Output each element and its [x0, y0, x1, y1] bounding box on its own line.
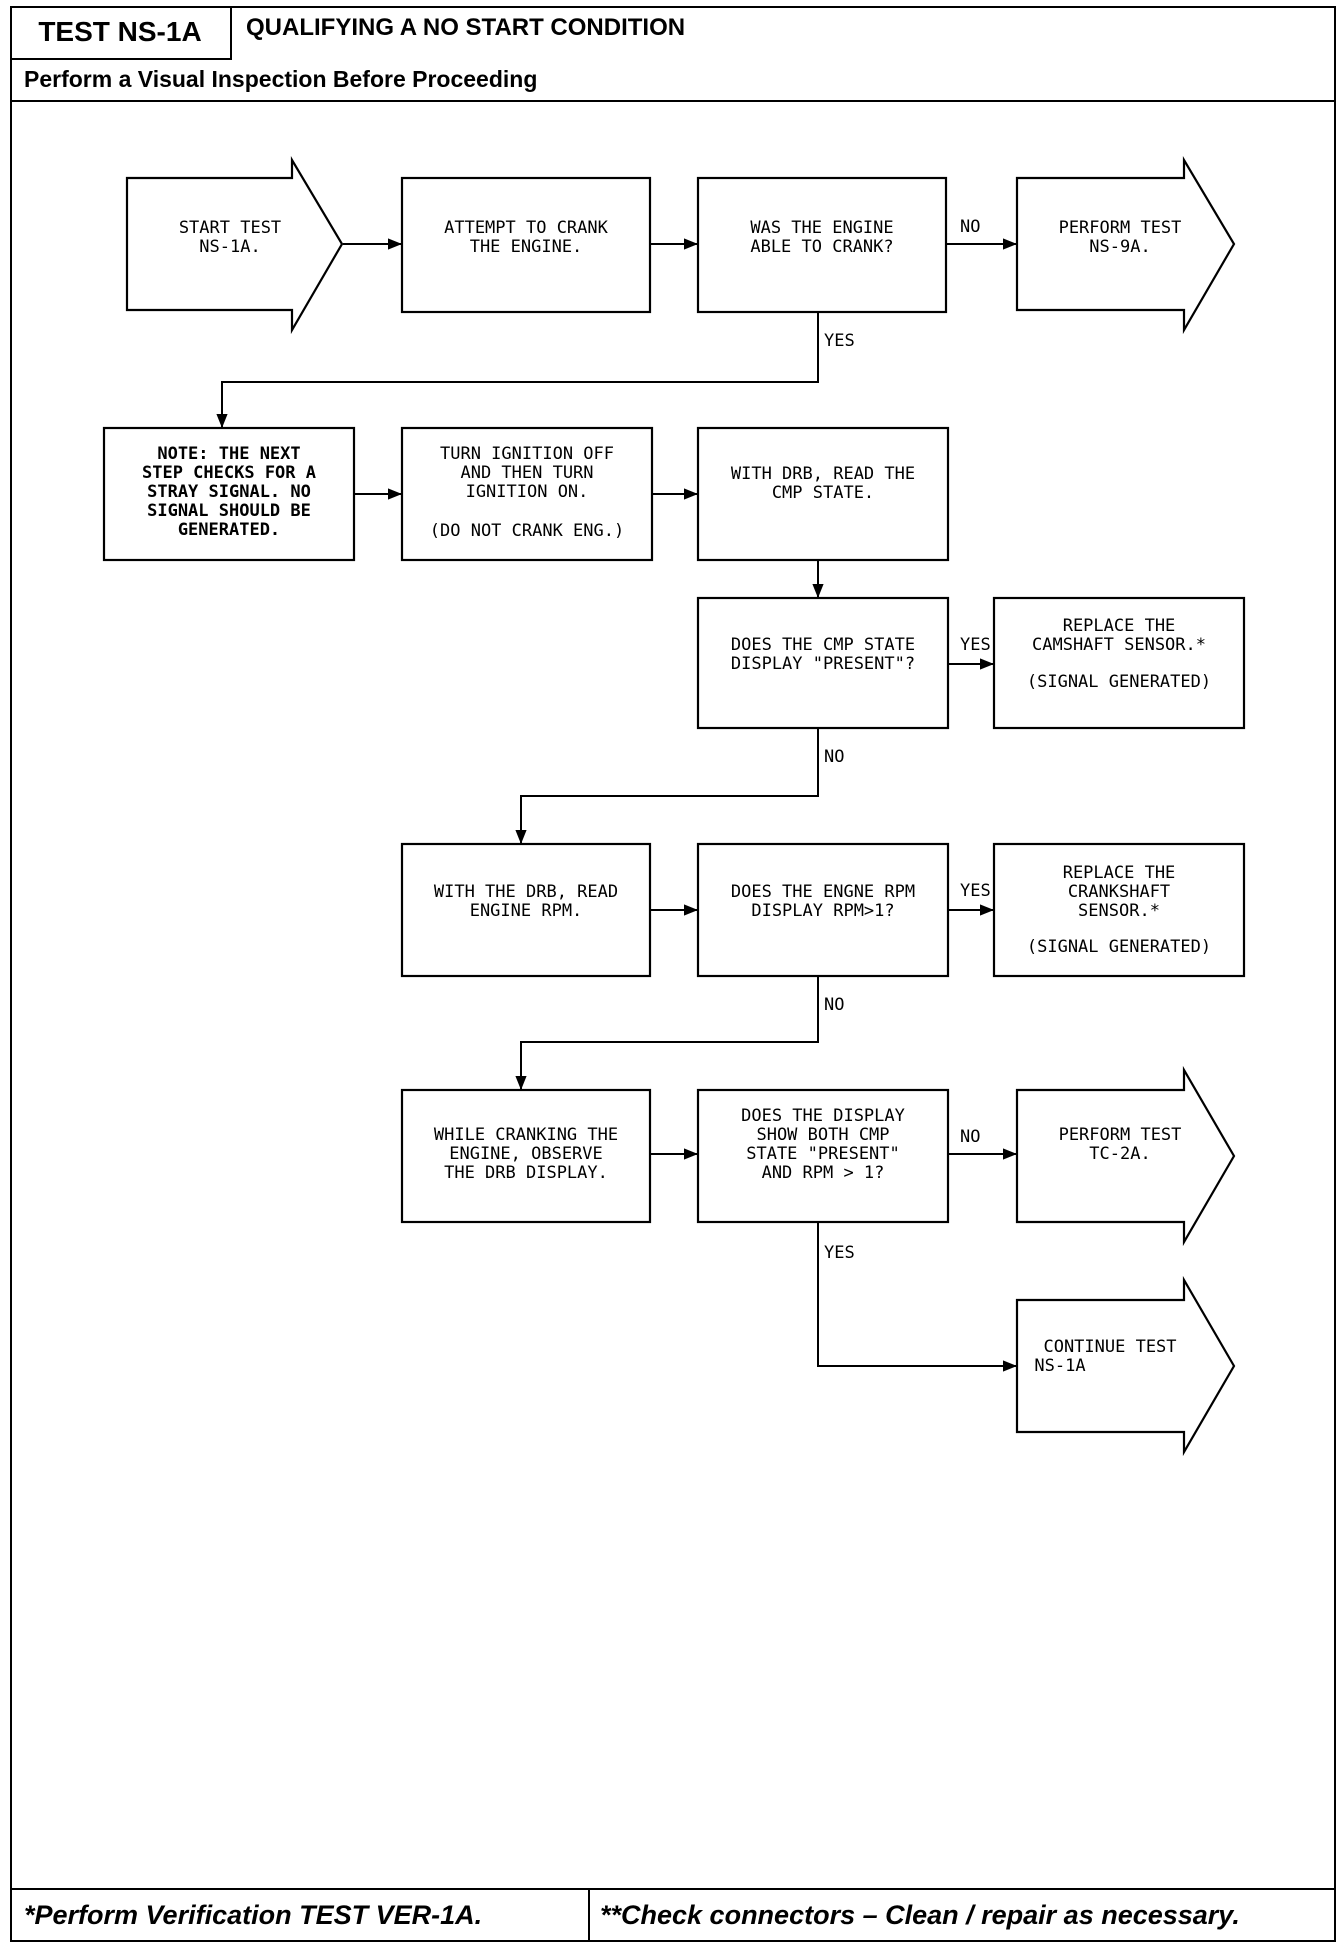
node-crankshaft-line-4: (SIGNAL GENERATED) [1027, 937, 1211, 957]
node-note: NOTE: THE NEXT STEP CHECKS FOR A STRAY S… [102, 426, 356, 562]
node-tc2a-line-1: PERFORM TEST [1059, 1125, 1182, 1145]
node-read-rpm-line-2: ENGINE RPM. [470, 901, 583, 921]
label-cmpq-no: NO [824, 747, 844, 767]
node-crank-line-1: ATTEMPT TO CRANK [444, 218, 609, 238]
footer-note-verification: *Perform Verification TEST VER-1A. [24, 1900, 483, 1930]
edge-cmpq-readrpm [515, 728, 819, 844]
node-read-cmp-line-2: CMP STATE. [772, 483, 874, 503]
node-crankshaft-line-2: CRANKSHAFT [1068, 882, 1170, 902]
node-read-cmp: WITH DRB, READ THE CMP STATE. [696, 426, 950, 562]
node-read-cmp-line-1: WITH DRB, READ THE [731, 464, 915, 484]
edge-rpmq-observe [515, 976, 819, 1090]
label-cmpq-yes: YES [960, 635, 991, 655]
node-observe-line-1: WHILE CRANKING THE [434, 1125, 618, 1145]
node-crankshaft: REPLACE THE CRANKSHAFT SENSOR.* (SIGNAL … [992, 842, 1246, 978]
node-observe-line-3: THE DRB DISPLAY. [444, 1163, 608, 1183]
node-start-line-1: START TEST [179, 218, 281, 238]
node-note-line-3: STRAY SIGNAL. NO [147, 482, 311, 502]
node-ignition: TURN IGNITION OFF AND THEN TURN IGNITION… [400, 426, 654, 562]
node-rpm-question: DOES THE ENGNE RPM DISPLAY RPM>1? [696, 842, 950, 978]
node-start-line-2: NS-1A. [199, 237, 260, 257]
node-ignition-line-2: AND THEN TURN [460, 463, 593, 483]
node-ns9a-line-2: NS-9A. [1089, 237, 1150, 257]
node-ignition-line-4: (DO NOT CRANK ENG.) [430, 521, 624, 541]
node-cmp-question: DOES THE CMP STATE DISPLAY "PRESENT"? [696, 596, 950, 730]
node-camshaft-line-1: REPLACE THE [1063, 616, 1176, 636]
node-crank: ATTEMPT TO CRANK THE ENGINE. [400, 176, 652, 314]
node-observe-line-2: ENGINE, OBSERVE [449, 1144, 603, 1164]
node-continue-line-1: CONTINUE TEST [1043, 1337, 1176, 1357]
node-cmp-question-line-1: DOES THE CMP STATE [731, 635, 915, 655]
footer-column-divider [588, 1888, 590, 1942]
footer-divider [10, 1888, 1336, 1890]
node-ns9a: PERFORM TEST NS-9A. [1015, 156, 1236, 335]
node-cmp-question-line-2: DISPLAY "PRESENT"? [731, 654, 915, 674]
node-crank-line-2: THE ENGINE. [470, 237, 583, 257]
node-crankshaft-line-3: SENSOR.* [1078, 901, 1160, 921]
label-bothq-yes: YES [824, 1243, 855, 1263]
footer-note-connectors: **Check connectors – Clean / repair as n… [600, 1900, 1240, 1930]
test-id-box: TEST NS-1A [10, 6, 232, 60]
page-frame [10, 6, 1336, 1942]
label-rpmq-no: NO [824, 995, 844, 1015]
node-both-question-line-3: STATE "PRESENT" [746, 1144, 900, 1164]
node-read-rpm: WITH THE DRB, READ ENGINE RPM. [400, 842, 652, 978]
label-rpmq-yes: YES [960, 881, 991, 901]
label-bothq-no: NO [960, 1127, 980, 1147]
label-able-yes: YES [824, 331, 855, 351]
node-camshaft-line-2: CAMSHAFT SENSOR.* [1032, 635, 1206, 655]
node-crankshaft-line-1: REPLACE THE [1063, 863, 1176, 883]
node-observe: WHILE CRANKING THE ENGINE, OBSERVE THE D… [400, 1088, 652, 1224]
node-continue-line-2: NS-1A [1034, 1356, 1085, 1376]
node-able: WAS THE ENGINE ABLE TO CRANK? [696, 176, 948, 314]
page-title: QUALIFYING A NO START CONDITION [246, 14, 686, 41]
node-start: START TEST NS-1A. [125, 156, 344, 335]
node-ns9a-line-1: PERFORM TEST [1059, 218, 1182, 238]
node-camshaft-line-3: (SIGNAL GENERATED) [1027, 672, 1211, 692]
node-tc2a-line-2: TC-2A. [1089, 1144, 1150, 1164]
node-ignition-line-3: IGNITION ON. [466, 482, 589, 502]
edge-able-note [216, 312, 819, 428]
page-subtitle: Perform a Visual Inspection Before Proce… [24, 66, 538, 92]
node-note-line-4: SIGNAL SHOULD BE [147, 501, 311, 521]
label-able-no: NO [960, 217, 980, 237]
node-note-line-1: NOTE: THE NEXT [157, 444, 300, 464]
node-tc2a: PERFORM TEST TC-2A. [1015, 1065, 1236, 1247]
node-both-question: DOES THE DISPLAY SHOW BOTH CMP STATE "PR… [696, 1088, 950, 1224]
node-note-line-2: STEP CHECKS FOR A [142, 463, 316, 483]
node-note-line-5: GENERATED. [178, 520, 280, 540]
node-able-line-2: ABLE TO CRANK? [750, 237, 893, 257]
edge-bothq-continue [817, 1222, 1017, 1372]
test-id: TEST NS-1A [38, 16, 202, 47]
header-divider [10, 100, 1336, 102]
node-both-question-line-4: AND RPM > 1? [762, 1163, 885, 1183]
node-both-question-line-1: DOES THE DISPLAY [741, 1106, 905, 1126]
node-both-question-line-2: SHOW BOTH CMP [756, 1125, 889, 1145]
node-rpm-question-line-1: DOES THE ENGNE RPM [731, 882, 915, 902]
node-continue: CONTINUE TEST NS-1A [1015, 1275, 1236, 1457]
node-ignition-line-1: TURN IGNITION OFF [440, 444, 614, 464]
node-read-rpm-line-1: WITH THE DRB, READ [434, 882, 618, 902]
node-camshaft: REPLACE THE CAMSHAFT SENSOR.* (SIGNAL GE… [992, 596, 1246, 730]
node-rpm-question-line-2: DISPLAY RPM>1? [751, 901, 894, 921]
node-able-line-1: WAS THE ENGINE [750, 218, 893, 238]
